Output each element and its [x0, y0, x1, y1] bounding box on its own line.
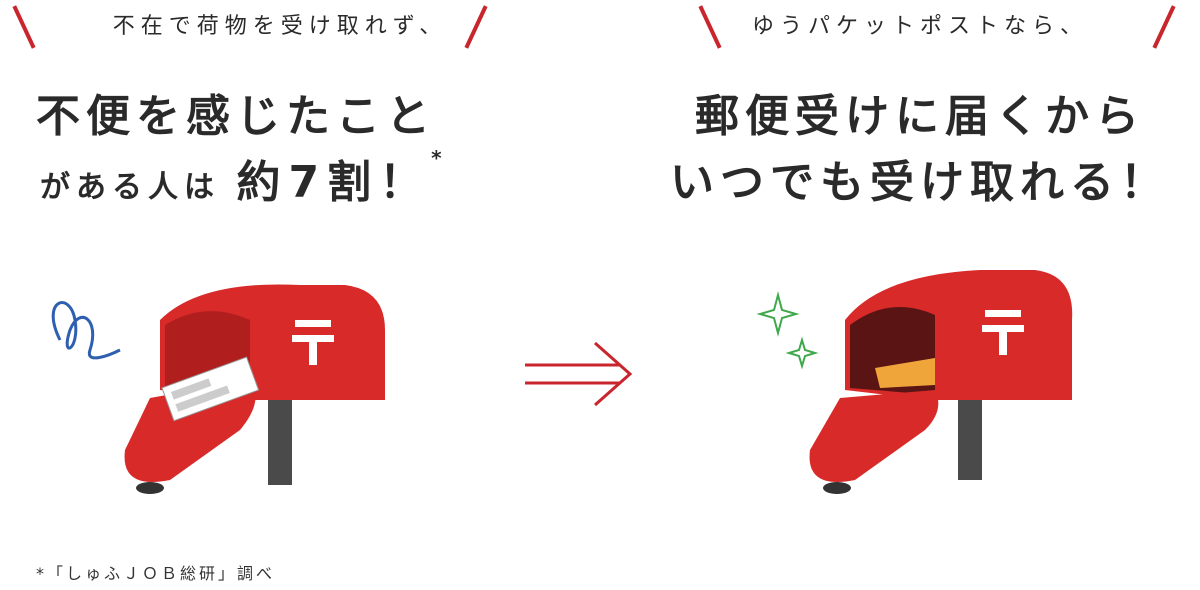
- mailbox-empty-illustration: [51, 284, 385, 494]
- right-headline-line2: いつでも受け取れる！: [670, 157, 1170, 208]
- left-headline-line2: がある人は 約7割！*: [40, 146, 600, 210]
- asterisk-mark: *: [431, 146, 448, 170]
- swirl-icon: [51, 301, 121, 360]
- right-panel: ゆうパケットポストなら、 郵便受けに届くから いつでも受け取れる！: [640, 0, 1200, 590]
- right-headline-line1: 郵便受けに届くから: [695, 91, 1145, 142]
- mailbox-post: [268, 395, 292, 485]
- left-lead-text: 不在で荷物を受け取れず、: [112, 14, 448, 39]
- post-office-mark-icon: [292, 320, 334, 365]
- left-headline-line1: 不便を感じたこと: [36, 91, 436, 142]
- mailbox-door: [124, 380, 256, 482]
- mailbox-with-parcel-illustration: [756, 270, 1073, 494]
- sparkle-icon: [785, 336, 819, 370]
- mailbox-post: [958, 400, 982, 480]
- sparkle-icon: [756, 291, 800, 337]
- parcel-box: [875, 358, 935, 388]
- left-panel: 不在で荷物を受け取れず、 不便を感じたこと がある人は 約7割！* *「しゅふＪ…: [0, 0, 560, 590]
- footnote: *「しゅふＪＯＢ総研」調べ: [36, 564, 276, 583]
- mailbox-door: [809, 390, 939, 482]
- delivery-slip: [161, 356, 260, 422]
- post-office-mark-icon: [982, 310, 1024, 355]
- right-lead-text: ゆうパケットポストなら、: [751, 14, 1088, 39]
- left-headline-line2-big: 約7割！: [236, 157, 432, 208]
- right-arrow-icon: [525, 341, 633, 407]
- left-headline-line2-pre: がある人は: [40, 170, 220, 205]
